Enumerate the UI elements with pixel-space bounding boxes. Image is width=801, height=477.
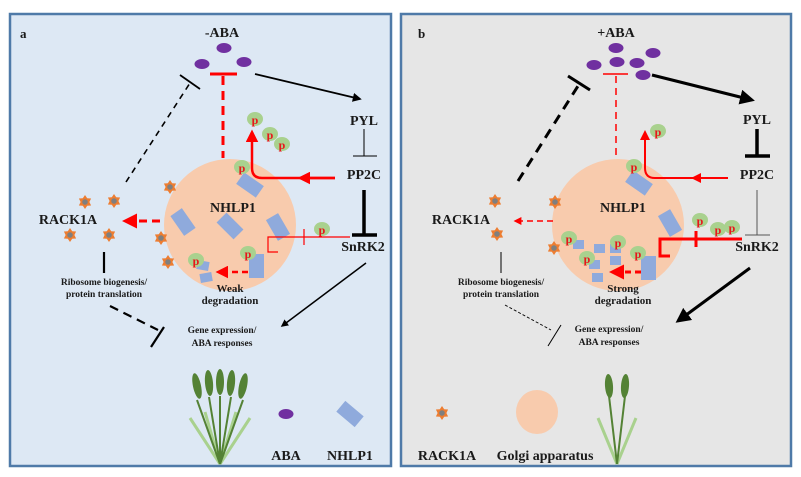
legend-aba-icon [278, 409, 294, 419]
aba-molecule [629, 58, 645, 68]
aba-molecule [645, 48, 661, 58]
panel-letter: a [20, 26, 27, 41]
phosphate-label: p [279, 138, 286, 152]
aba-molecules [586, 43, 661, 80]
phosphate-label: p [245, 247, 252, 261]
wheat-plant-icon [596, 374, 638, 465]
ribosome-inhibit-gene-line [504, 304, 552, 331]
condition-label: +ABA [597, 26, 635, 41]
snrk2-to-gene-arrow [280, 262, 367, 327]
legend-golgi-icon [516, 390, 558, 434]
inhibition-bar [150, 326, 165, 348]
pp2c-dephosphorylation-arrow [245, 129, 335, 180]
wheat-plant-icon [188, 369, 252, 465]
gene-expression-label-line1: Gene expression/ [188, 326, 257, 336]
snrk2-to-gene-arrow [675, 266, 751, 323]
nhlp1-fragment [199, 272, 213, 283]
phosphate-label: p [267, 128, 274, 142]
ribosome-label-line2: protein translation [463, 290, 540, 300]
degradation-label-line2: degradation [202, 295, 259, 307]
nhlp1-fragment [589, 260, 600, 269]
nhlp1-label: NHLP1 [600, 201, 646, 216]
rack1a-label: RACK1A [39, 213, 98, 228]
aba-to-pyl-arrow [254, 73, 362, 102]
ribosome-label-line1: Ribosome biogenesis/ [61, 278, 148, 288]
snrk2-phosphorylation-line [267, 236, 350, 253]
phosphate-label: p [584, 252, 591, 266]
phosphate-label: p [239, 161, 246, 175]
pp2c-dephosphorylation-arrow [640, 130, 728, 179]
aba-to-pyl-arrow [651, 73, 755, 105]
nhlp1-fragment [594, 244, 605, 253]
gene-expression-label-line2: ABA responses [579, 338, 640, 348]
phosphate-label: p [631, 160, 638, 174]
phosphate-label: p [635, 247, 642, 261]
degradation-label-line1: Strong [607, 283, 639, 295]
panel-a: a -ABA PYL PP2C SnRK2 NHLP1 [8, 12, 393, 468]
inhibition-bar [547, 324, 562, 347]
phospho-group: p p p p p p p p p [561, 124, 740, 266]
rack1a-label: RACK1A [432, 213, 491, 228]
legend-aba-label: ABA [271, 449, 301, 464]
aba-molecule [216, 43, 232, 53]
pp2c-label: PP2C [740, 168, 774, 183]
legend-rack1a-label: RACK1A [418, 449, 477, 464]
degradation-label-line1: Weak [217, 283, 245, 295]
aba-molecule [609, 57, 625, 67]
panel-letter: b [418, 26, 425, 41]
gene-expression-label-line1: Gene expression/ [575, 325, 644, 335]
nhlp1-fragment [573, 240, 584, 249]
rack1a-inhibit-aba-line [516, 85, 580, 182]
pyl-label: PYL [350, 114, 378, 129]
phosphate-label: p [566, 232, 573, 246]
ribosome-inhibit-gene-line [109, 305, 159, 331]
phosphate-label: p [715, 223, 722, 237]
legend-nhlp1-label: NHLP1 [327, 449, 373, 464]
aba-molecule [635, 70, 651, 80]
gene-expression-label-line2: ABA responses [192, 339, 253, 349]
degradation-label-line2: degradation [595, 295, 652, 307]
nhlp1-protein [249, 254, 264, 278]
ribosome-label-line2: protein translation [66, 290, 143, 300]
condition-label: -ABA [205, 26, 240, 41]
inhibition-bar [179, 74, 201, 90]
pyl-label: PYL [743, 113, 771, 128]
nhlp1-fragment [592, 273, 603, 282]
nhlp1-label: NHLP1 [210, 201, 256, 216]
aba-molecule [608, 43, 624, 53]
snrk2-label: SnRK2 [341, 240, 385, 255]
nhlp1-fragment [610, 256, 621, 265]
legend-golgi-label: Golgi apparatus [497, 449, 594, 464]
rack1a-inhibit-aba-line [125, 82, 191, 183]
pp2c-label: PP2C [347, 168, 381, 183]
phosphate-label: p [697, 214, 704, 228]
ribosome-label-line1: Ribosome biogenesis/ [458, 278, 545, 288]
phosphate-label: p [729, 221, 736, 235]
aba-molecules [194, 43, 252, 69]
nhlp1-protein [641, 256, 656, 280]
snrk2-phosphorylation-line [658, 237, 742, 258]
phosphate-label: p [615, 236, 622, 250]
phosphate-label: p [193, 254, 200, 268]
inhibition-bar [567, 74, 591, 92]
snrk2-label: SnRK2 [735, 240, 779, 255]
panel-b: b +ABA PYL PP2C SnRK2 NHLP1 [399, 12, 793, 468]
phosphate-label: p [319, 223, 326, 237]
aba-molecule [586, 60, 602, 70]
phosphate-label: p [655, 125, 662, 139]
phosphate-label: p [252, 113, 259, 127]
phospho-group: p p p p p p p [188, 112, 330, 268]
aba-molecule [194, 59, 210, 69]
aba-molecule [236, 57, 252, 67]
